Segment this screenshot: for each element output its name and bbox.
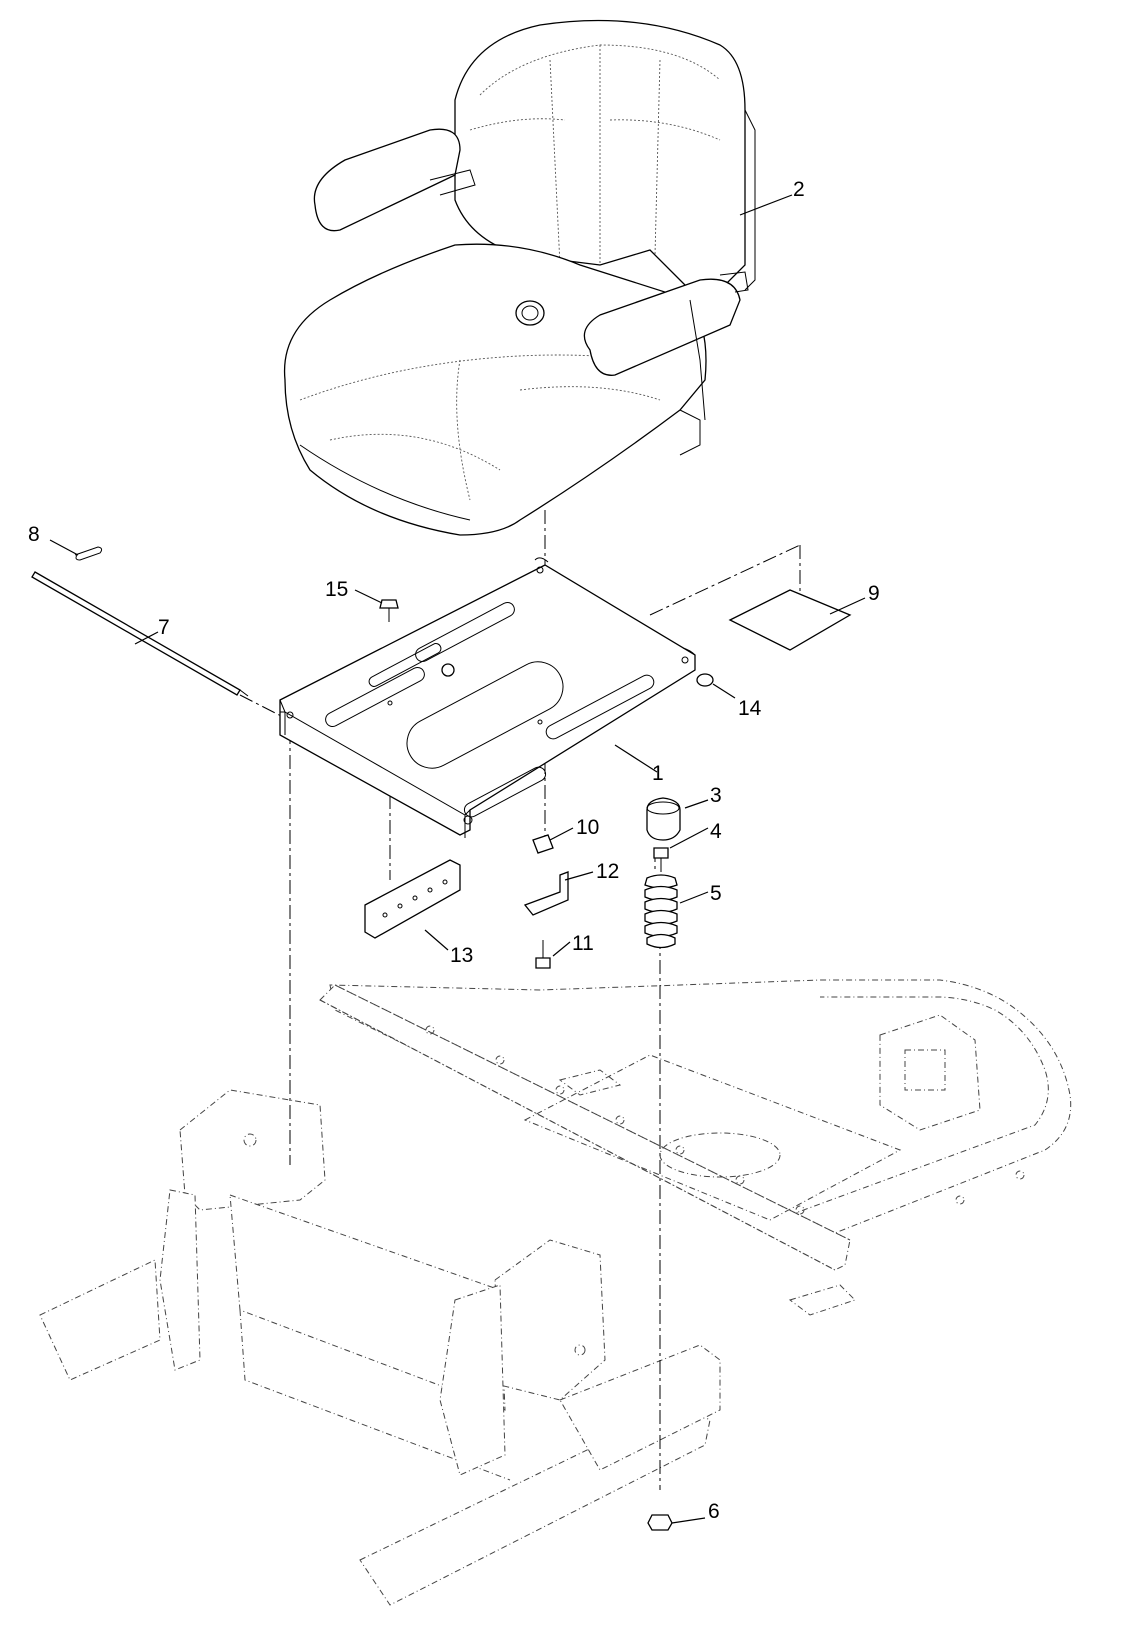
seat-mounting-plate bbox=[279, 557, 696, 838]
callout-9: 9 bbox=[868, 582, 880, 605]
callout-4: 4 bbox=[710, 820, 722, 843]
carriage-bolt bbox=[653, 847, 669, 872]
nut-retainer bbox=[532, 834, 554, 854]
seat bbox=[283, 19, 756, 536]
callout-labels: 1 2 3 4 5 6 7 8 9 10 11 12 13 14 15 bbox=[28, 178, 880, 1523]
flange-bolt-top bbox=[379, 599, 399, 622]
callout-leaders bbox=[49, 194, 866, 1524]
switch-bracket bbox=[523, 871, 569, 916]
decal bbox=[728, 589, 852, 651]
callout-1: 1 bbox=[652, 762, 664, 785]
callout-10: 10 bbox=[576, 816, 599, 839]
adjustment-rod bbox=[31, 571, 249, 697]
mower-frame bbox=[39, 979, 1072, 1606]
flange-nut-side bbox=[696, 673, 714, 687]
compression-spring bbox=[644, 874, 678, 949]
seat-stop-bracket bbox=[364, 859, 461, 939]
flange-nut-bottom bbox=[647, 1514, 673, 1531]
callout-6: 6 bbox=[708, 1500, 720, 1523]
hair-pin bbox=[74, 546, 103, 561]
callout-7: 7 bbox=[158, 616, 170, 639]
callout-2: 2 bbox=[793, 178, 805, 201]
callout-13: 13 bbox=[450, 944, 473, 967]
callout-14: 14 bbox=[738, 697, 762, 720]
knob bbox=[646, 797, 681, 841]
callout-12: 12 bbox=[596, 860, 619, 883]
callout-8: 8 bbox=[28, 523, 40, 546]
callout-15: 15 bbox=[325, 578, 348, 601]
callout-5: 5 bbox=[710, 882, 722, 905]
bolt bbox=[535, 940, 551, 969]
callout-3: 3 bbox=[710, 784, 722, 807]
callout-11: 11 bbox=[572, 932, 594, 955]
